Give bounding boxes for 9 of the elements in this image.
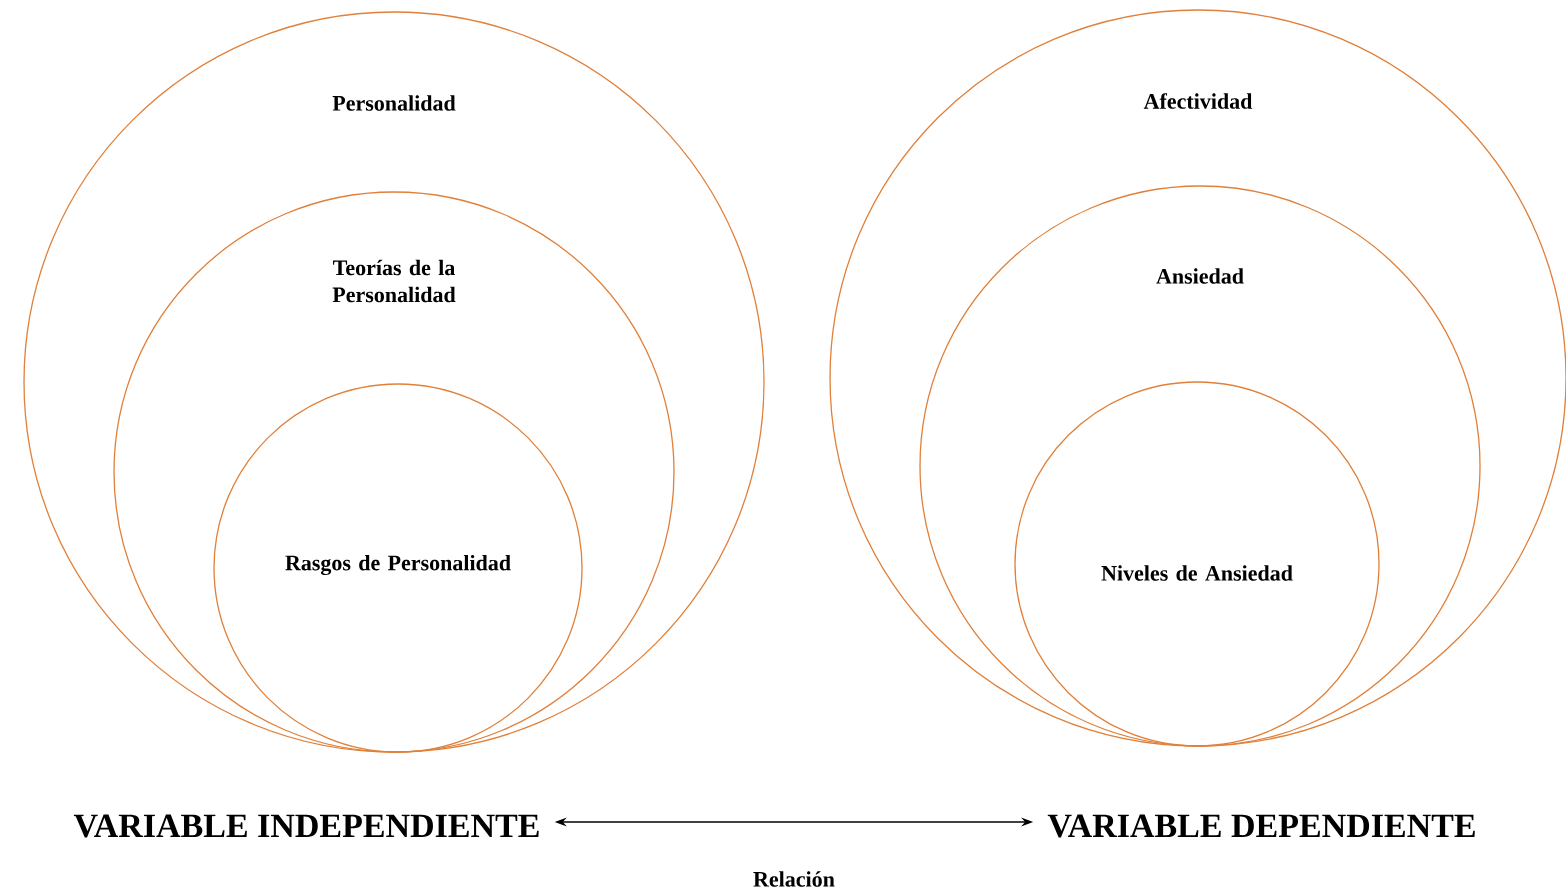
edge-label: Relación xyxy=(753,871,835,887)
circle-label: Ansiedad xyxy=(1156,268,1244,284)
variable-heading: VARIABLE DEPENDIENTE xyxy=(1047,814,1475,838)
variable-heading: VARIABLE INDEPENDIENTE xyxy=(73,814,539,838)
circle-label: Afectividad xyxy=(1143,93,1253,109)
circle-label: Niveles de Ansiedad xyxy=(1101,565,1293,581)
circle-label: Rasgos de Personalidad xyxy=(285,554,511,576)
circle-label: Personalidad xyxy=(332,95,456,111)
circle-label: Teorías de la Personalidad xyxy=(332,259,456,303)
